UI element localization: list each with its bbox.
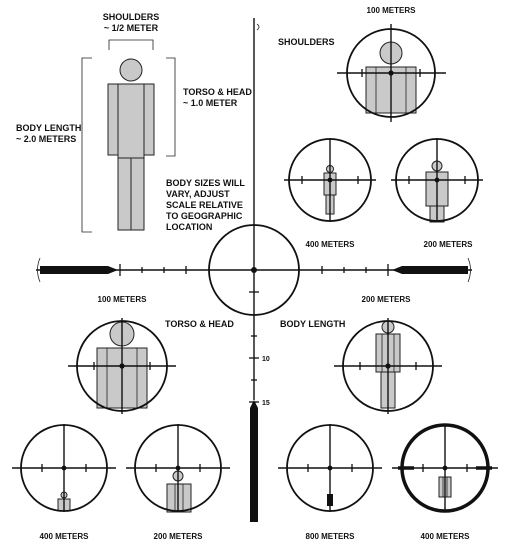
main-reticle-circle	[208, 224, 300, 316]
shoulders-bracket	[108, 39, 154, 50]
section-shoulders-label: SHOULDERS	[278, 37, 335, 47]
range-label-bottom-400m-b: 400 METERS	[421, 532, 471, 541]
body-dimensions-figure: SHOULDERS ~ 1/2 METER TORSO & HEAD ~ 1.0…	[16, 12, 252, 233]
scope-body-length	[334, 318, 442, 414]
note-line-5: LOCATION	[166, 222, 212, 232]
reference-human-figure	[107, 58, 155, 231]
note-line-3: SCALE RELATIVE	[166, 200, 243, 210]
main-center-dot	[251, 267, 257, 273]
range-label-shoulders-100m: 100 METERS	[367, 6, 417, 15]
body-length-dimension-value: ~ 2.0 METERS	[16, 134, 76, 144]
scope-bottom-800m: 800 METERS	[278, 424, 382, 541]
scope-shoulders-100m: 100 METERS	[337, 6, 446, 122]
scope-torso-head-100m	[68, 318, 176, 414]
scope-shoulders-400m: 400 METERS	[284, 138, 376, 249]
target-figure-bottom-200m	[166, 470, 192, 513]
note-line-1: BODY SIZES WILL	[166, 178, 245, 188]
shoulders-dimension-value: ~ 1/2 METER	[104, 23, 159, 33]
range-label-bottom-800m: 800 METERS	[306, 532, 356, 541]
section-torso-head-label: TORSO & HEAD	[165, 319, 234, 329]
scope-ring-shoulders-100m	[346, 28, 436, 118]
scope-ring-bottom-400m-a	[20, 424, 108, 512]
reticle-mark-10: 10	[262, 356, 270, 363]
body-length-bracket	[81, 57, 92, 233]
body-size-note: BODY SIZES WILL VARY, ADJUST SCALE RELAT…	[166, 178, 245, 232]
scope-bottom-200m: 200 METERS	[126, 424, 230, 541]
main-left-post-cap	[37, 257, 41, 283]
scope-shoulders-200m: 200 METERS	[391, 138, 483, 249]
scope-ring-bottom-800m	[286, 424, 374, 512]
section-body-length-label: BODY LENGTH	[280, 319, 345, 329]
range-label-main-right-200m: 200 METERS	[362, 295, 412, 304]
main-vertical-ticks	[249, 291, 259, 403]
scope-ring-bottom-200m	[134, 424, 222, 512]
main-reticle: 10 15	[36, 18, 472, 522]
scope-bottom-400m-a: 400 METERS	[12, 424, 116, 541]
main-right-post	[392, 266, 468, 274]
shoulders-dimension-title: SHOULDERS	[103, 12, 160, 22]
scope-ring-torso-head-100m	[76, 320, 168, 412]
range-label-main-left-100m: 100 METERS	[98, 295, 148, 304]
main-right-post-cap	[467, 257, 471, 283]
range-label-bottom-400m-a: 400 METERS	[40, 532, 90, 541]
note-line-4: TO GEOGRAPHIC	[166, 211, 243, 221]
note-line-2: VARY, ADJUST	[166, 189, 230, 199]
main-bottom-post	[250, 400, 258, 522]
scope-ring-body-length	[342, 320, 434, 412]
body-length-dimension-title: BODY LENGTH	[16, 123, 81, 133]
range-label-bottom-200m: 200 METERS	[154, 532, 204, 541]
torso-head-dimension-value: ~ 1.0 METER	[183, 98, 238, 108]
main-left-post	[40, 266, 118, 274]
torso-head-bracket	[166, 57, 176, 157]
scope-bottom-400m-b: 400 METERS	[392, 423, 498, 541]
main-horizontal-ticks	[119, 264, 389, 276]
range-label-shoulders-200m: 200 METERS	[424, 240, 474, 249]
range-label-shoulders-400m: 400 METERS	[306, 240, 356, 249]
scope-ring-shoulders-400m	[288, 138, 372, 222]
scope-ring-bottom-400m-b	[400, 423, 490, 513]
reticle-mark-15: 15	[262, 400, 270, 407]
main-crosshair-top-tail	[256, 23, 260, 31]
scope-ring-shoulders-200m	[395, 138, 479, 222]
torso-head-dimension-title: TORSO & HEAD	[183, 87, 252, 97]
